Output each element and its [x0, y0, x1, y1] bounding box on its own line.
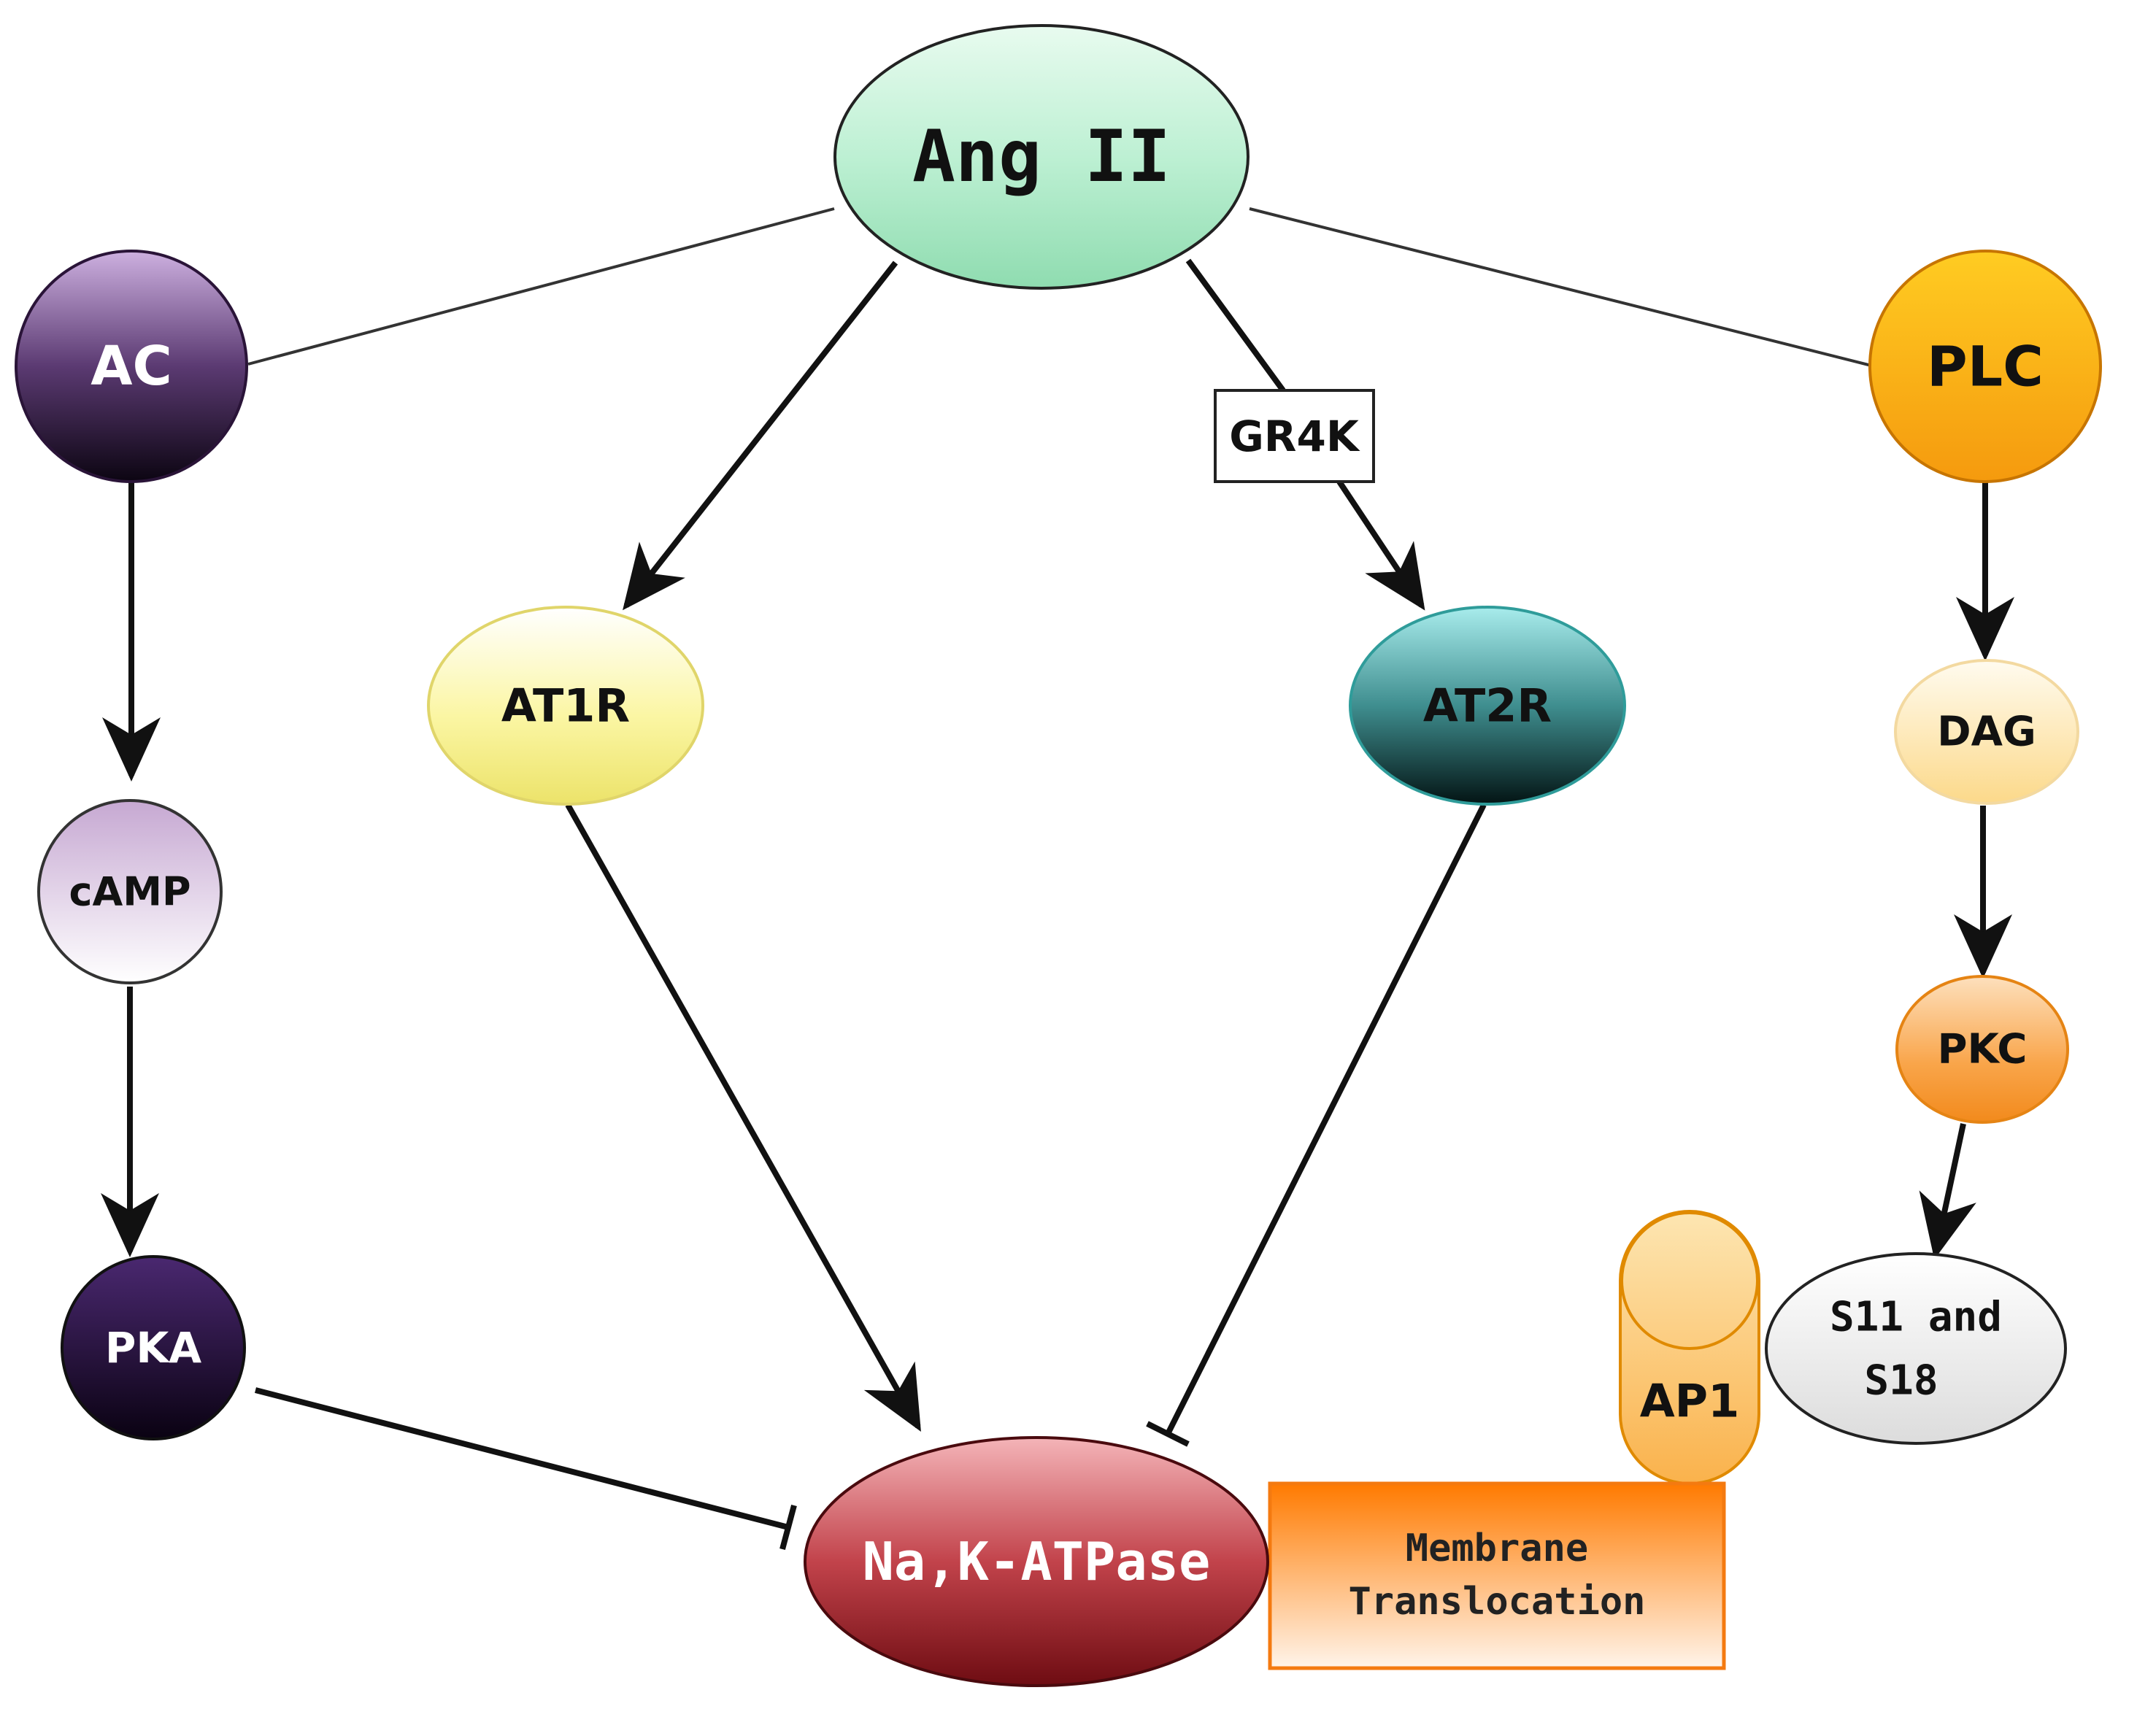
node-ac: AC	[15, 250, 248, 483]
node-ang-ii-label: Ang II	[912, 115, 1171, 198]
node-at2r-label: AT2R	[1423, 679, 1552, 733]
node-at1r: AT1R	[427, 606, 704, 806]
node-plc: PLC	[1868, 250, 2102, 483]
node-s11-s18: S11 and S18	[1765, 1252, 2067, 1445]
node-pka-label: PKA	[105, 1323, 201, 1373]
edge-angii-ac	[247, 207, 835, 366]
node-dag: DAG	[1894, 659, 2079, 805]
node-camp: cAMP	[37, 799, 223, 984]
edge-angii-gr4k	[1185, 258, 1286, 393]
node-ang-ii: Ang II	[833, 24, 1250, 290]
node-ap1-label: AP1	[1640, 1375, 1740, 1428]
node-camp-label: cAMP	[69, 869, 190, 915]
edge-angii-plc	[1249, 207, 1875, 368]
edge-pkc-s11s18	[1919, 1123, 1976, 1259]
edge-at2r-nakatpase-inhibit	[1146, 803, 1487, 1447]
edge-angii-at1r	[623, 261, 898, 611]
edge-pka-nakatpase-inhibit	[255, 1387, 797, 1551]
node-ap1: AP1	[1619, 1210, 1760, 1485]
node-pka: PKA	[61, 1255, 246, 1440]
node-membrane-label-line1: Membrane	[1406, 1527, 1588, 1570]
node-at1r-label: AT1R	[501, 679, 630, 733]
node-pkc-label: PKC	[1937, 1026, 2027, 1073]
edge-at1r-nakatpase	[565, 803, 921, 1432]
node-dag-label: DAG	[1937, 709, 2036, 756]
node-plc-label: PLC	[1927, 334, 2044, 399]
node-gr4k-label: GR4K	[1229, 412, 1360, 461]
node-s11-s18-label-line1: S11 and	[1830, 1294, 2002, 1341]
node-na-k-atpase-label: Na,K-ATPase	[863, 1531, 1211, 1592]
node-na-k-atpase: Na,K-ATPase	[804, 1436, 1269, 1687]
node-membrane-label-line2: Translocation	[1349, 1580, 1646, 1624]
node-at2r: AT2R	[1349, 606, 1626, 806]
node-ac-label: AC	[91, 335, 172, 398]
node-s11-s18-label-line2: S18	[1864, 1357, 1938, 1405]
node-membrane-translocation: Membrane Translocation	[1268, 1481, 1726, 1670]
node-gr4k: GR4K	[1214, 389, 1375, 483]
node-pkc: PKC	[1895, 975, 2069, 1124]
edge-gr4k-at2r	[1336, 479, 1425, 611]
